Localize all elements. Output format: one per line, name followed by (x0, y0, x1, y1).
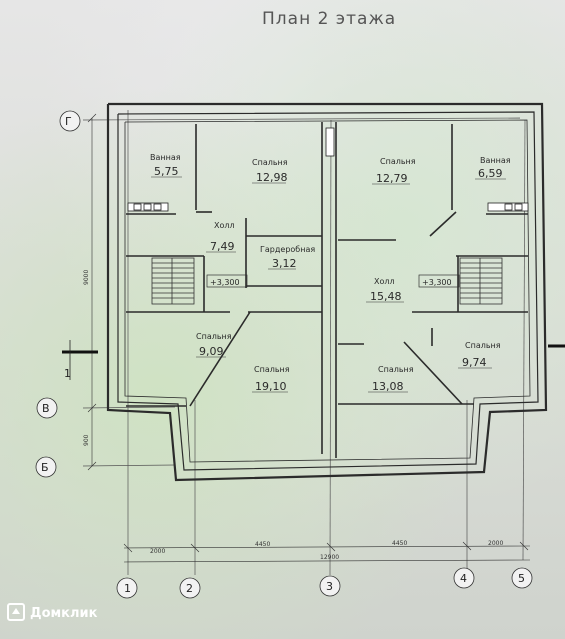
room-name: Ванная (480, 156, 511, 165)
room-area: 12,79 (376, 172, 408, 185)
room-name: Холл (374, 277, 395, 286)
room-name: Спальня (252, 158, 288, 167)
room-area: 7,49 (210, 240, 235, 253)
left-dimension (87, 113, 97, 471)
axis-bubble-2: 2 (179, 577, 201, 599)
stair-right (459, 257, 503, 305)
room-area: 13,08 (372, 380, 404, 393)
dim-total: 12900 (320, 554, 339, 561)
svg-text:Б: Б (41, 461, 49, 474)
room-name: Холл (214, 221, 235, 230)
dim-900: 900 (83, 434, 90, 446)
interior-walls (126, 122, 528, 458)
dim-seg: 4450 (255, 541, 270, 548)
svg-text:3: 3 (326, 580, 333, 593)
axis-bubble-3: 3 (319, 575, 341, 597)
level-mark-left: +3,300 (210, 278, 240, 287)
plan-title: План 2 этажа (262, 9, 396, 29)
room-name: Спальня (380, 157, 416, 166)
room-labels: Ванная 5,75 Спальня 12,98 Холл 7,49 Гард… (150, 153, 511, 393)
axis-bubble-v: В (36, 397, 58, 419)
room-area: 12,98 (256, 171, 288, 184)
dim-seg: 2000 (150, 548, 165, 555)
svg-text:Г: Г (65, 115, 72, 128)
svg-text:2: 2 (186, 582, 193, 595)
dim-seg: 2000 (488, 540, 503, 547)
level-mark-right: +3,300 (422, 278, 452, 287)
bottom-dimensions (123, 541, 531, 563)
domclick-logo-icon (7, 603, 25, 621)
svg-text:5: 5 (518, 572, 525, 585)
dim-9000: 9000 (83, 270, 90, 285)
outer-walls (106, 102, 548, 482)
svg-text:Домклик: Домклик (30, 606, 98, 621)
room-name: Спальня (254, 365, 290, 374)
room-name: Ванная (150, 153, 181, 162)
svg-text:В: В (42, 402, 50, 415)
axis-bubble-4: 4 (453, 567, 475, 589)
axis-bubble-1: 1 (116, 577, 138, 599)
axis-bubble-5: 5 (511, 567, 533, 589)
section-mark: 1 (62, 340, 565, 380)
room-area: 19,10 (255, 380, 287, 393)
stair-left (151, 257, 195, 305)
room-area: 9,74 (462, 356, 487, 369)
svg-text:1: 1 (124, 582, 131, 595)
axis-lines (82, 110, 526, 576)
room-area: 6,59 (478, 167, 503, 180)
room-area: 5,75 (154, 165, 179, 178)
level-marks: +3,300 +3,300 (206, 274, 460, 288)
room-area: 3,12 (272, 257, 297, 270)
watermark: Домклик (7, 603, 98, 621)
dim-seg: 4450 (392, 540, 407, 547)
bathroom-fixtures (127, 127, 529, 212)
room-area: 15,48 (370, 290, 402, 303)
axis-bubble-g: Г (59, 110, 81, 132)
room-name: Спальня (196, 332, 232, 341)
room-name: Спальня (378, 365, 414, 374)
room-name: Спальня (465, 341, 501, 350)
axis-bubble-b: Б (35, 456, 57, 478)
svg-text:1: 1 (64, 367, 71, 380)
room-name: Гардеробная (260, 245, 315, 254)
room-area: 9,09 (199, 345, 224, 358)
svg-text:4: 4 (460, 572, 467, 585)
